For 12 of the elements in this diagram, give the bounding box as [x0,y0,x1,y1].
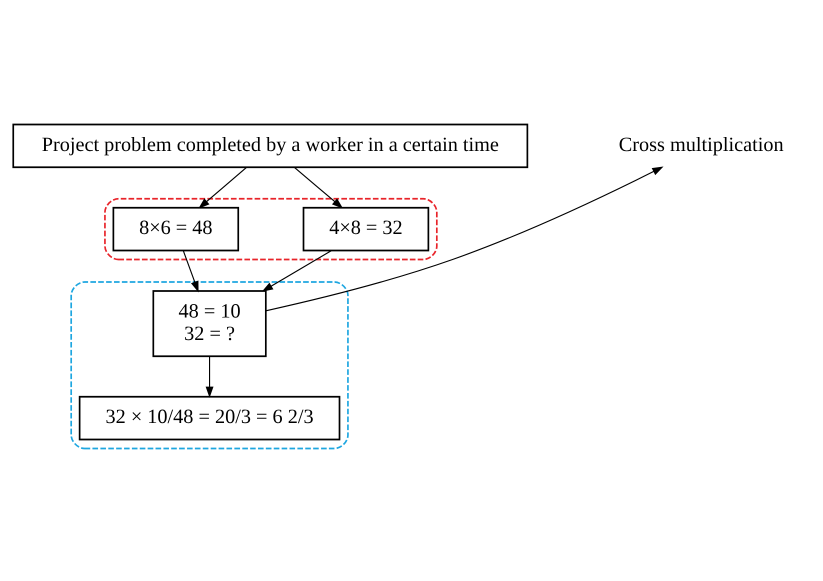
arrow [182,250,199,292]
node-box: 4×8 = 32 [302,206,430,251]
node-box: 32 × 10/48 = 20/3 = 6 2/3 [78,395,340,440]
node-box: 8×6 = 48 [112,206,240,251]
arrow [266,166,664,311]
arrow [294,166,344,208]
arrow [262,250,332,292]
node-text: Cross multiplication [618,133,784,156]
arrow [206,356,214,398]
arrow [198,166,247,208]
node-box: Project problem completed by a worker in a certain time [12,123,528,168]
node-box: 48 = 10 32 = ? [152,290,267,357]
